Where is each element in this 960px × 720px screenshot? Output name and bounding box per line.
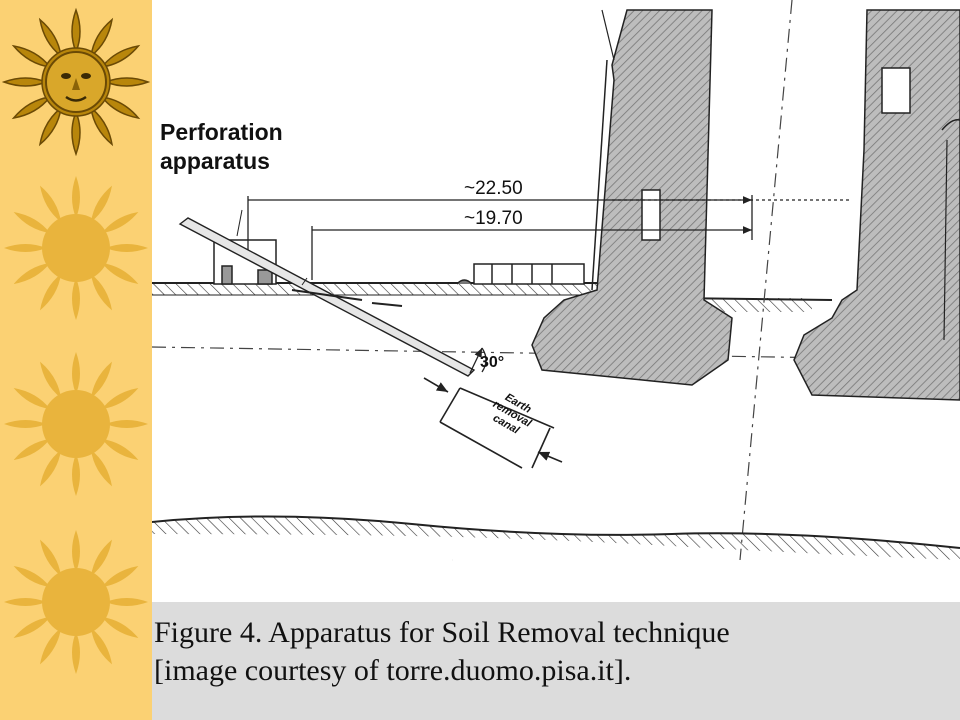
angle-label: 30° (480, 354, 505, 371)
clay-layer-boundary (152, 515, 960, 560)
dimension-lines (247, 195, 852, 280)
perforation-label-line-1: Perforation (160, 119, 283, 145)
perforation-label-line-2: apparatus (160, 148, 270, 174)
engineering-diagram: Perforation apparatus ~22.50 ~19.70 30° … (152, 0, 960, 602)
sun-face-icon (4, 10, 148, 154)
dimension-inner-label: ~19.70 (464, 208, 523, 229)
sun-decorations (0, 0, 152, 720)
canal-width-marker (423, 377, 563, 469)
angle-marker (469, 347, 487, 374)
colonnade-base (456, 263, 585, 285)
sun-icon (4, 352, 148, 496)
caption-line-2: [image courtesy of torre.duomo.pisa.it]. (154, 654, 632, 687)
sun-icon (4, 530, 148, 674)
figure-caption: Figure 4. Apparatus for Soil Removal tec… (152, 602, 960, 720)
tower-left-wall (531, 9, 733, 386)
decorative-sidebar (0, 0, 152, 720)
dimension-outer-label: ~22.50 (464, 178, 523, 199)
caption-line-1: Figure 4. Apparatus for Soil Removal tec… (154, 616, 730, 649)
perforation-machine (213, 239, 277, 285)
tower-right-wall (793, 9, 960, 401)
drill-shaft (178, 209, 476, 377)
diagram-drawing (152, 0, 960, 561)
perforation-apparatus-label: Perforation apparatus (160, 118, 283, 176)
sun-icon (4, 176, 148, 320)
